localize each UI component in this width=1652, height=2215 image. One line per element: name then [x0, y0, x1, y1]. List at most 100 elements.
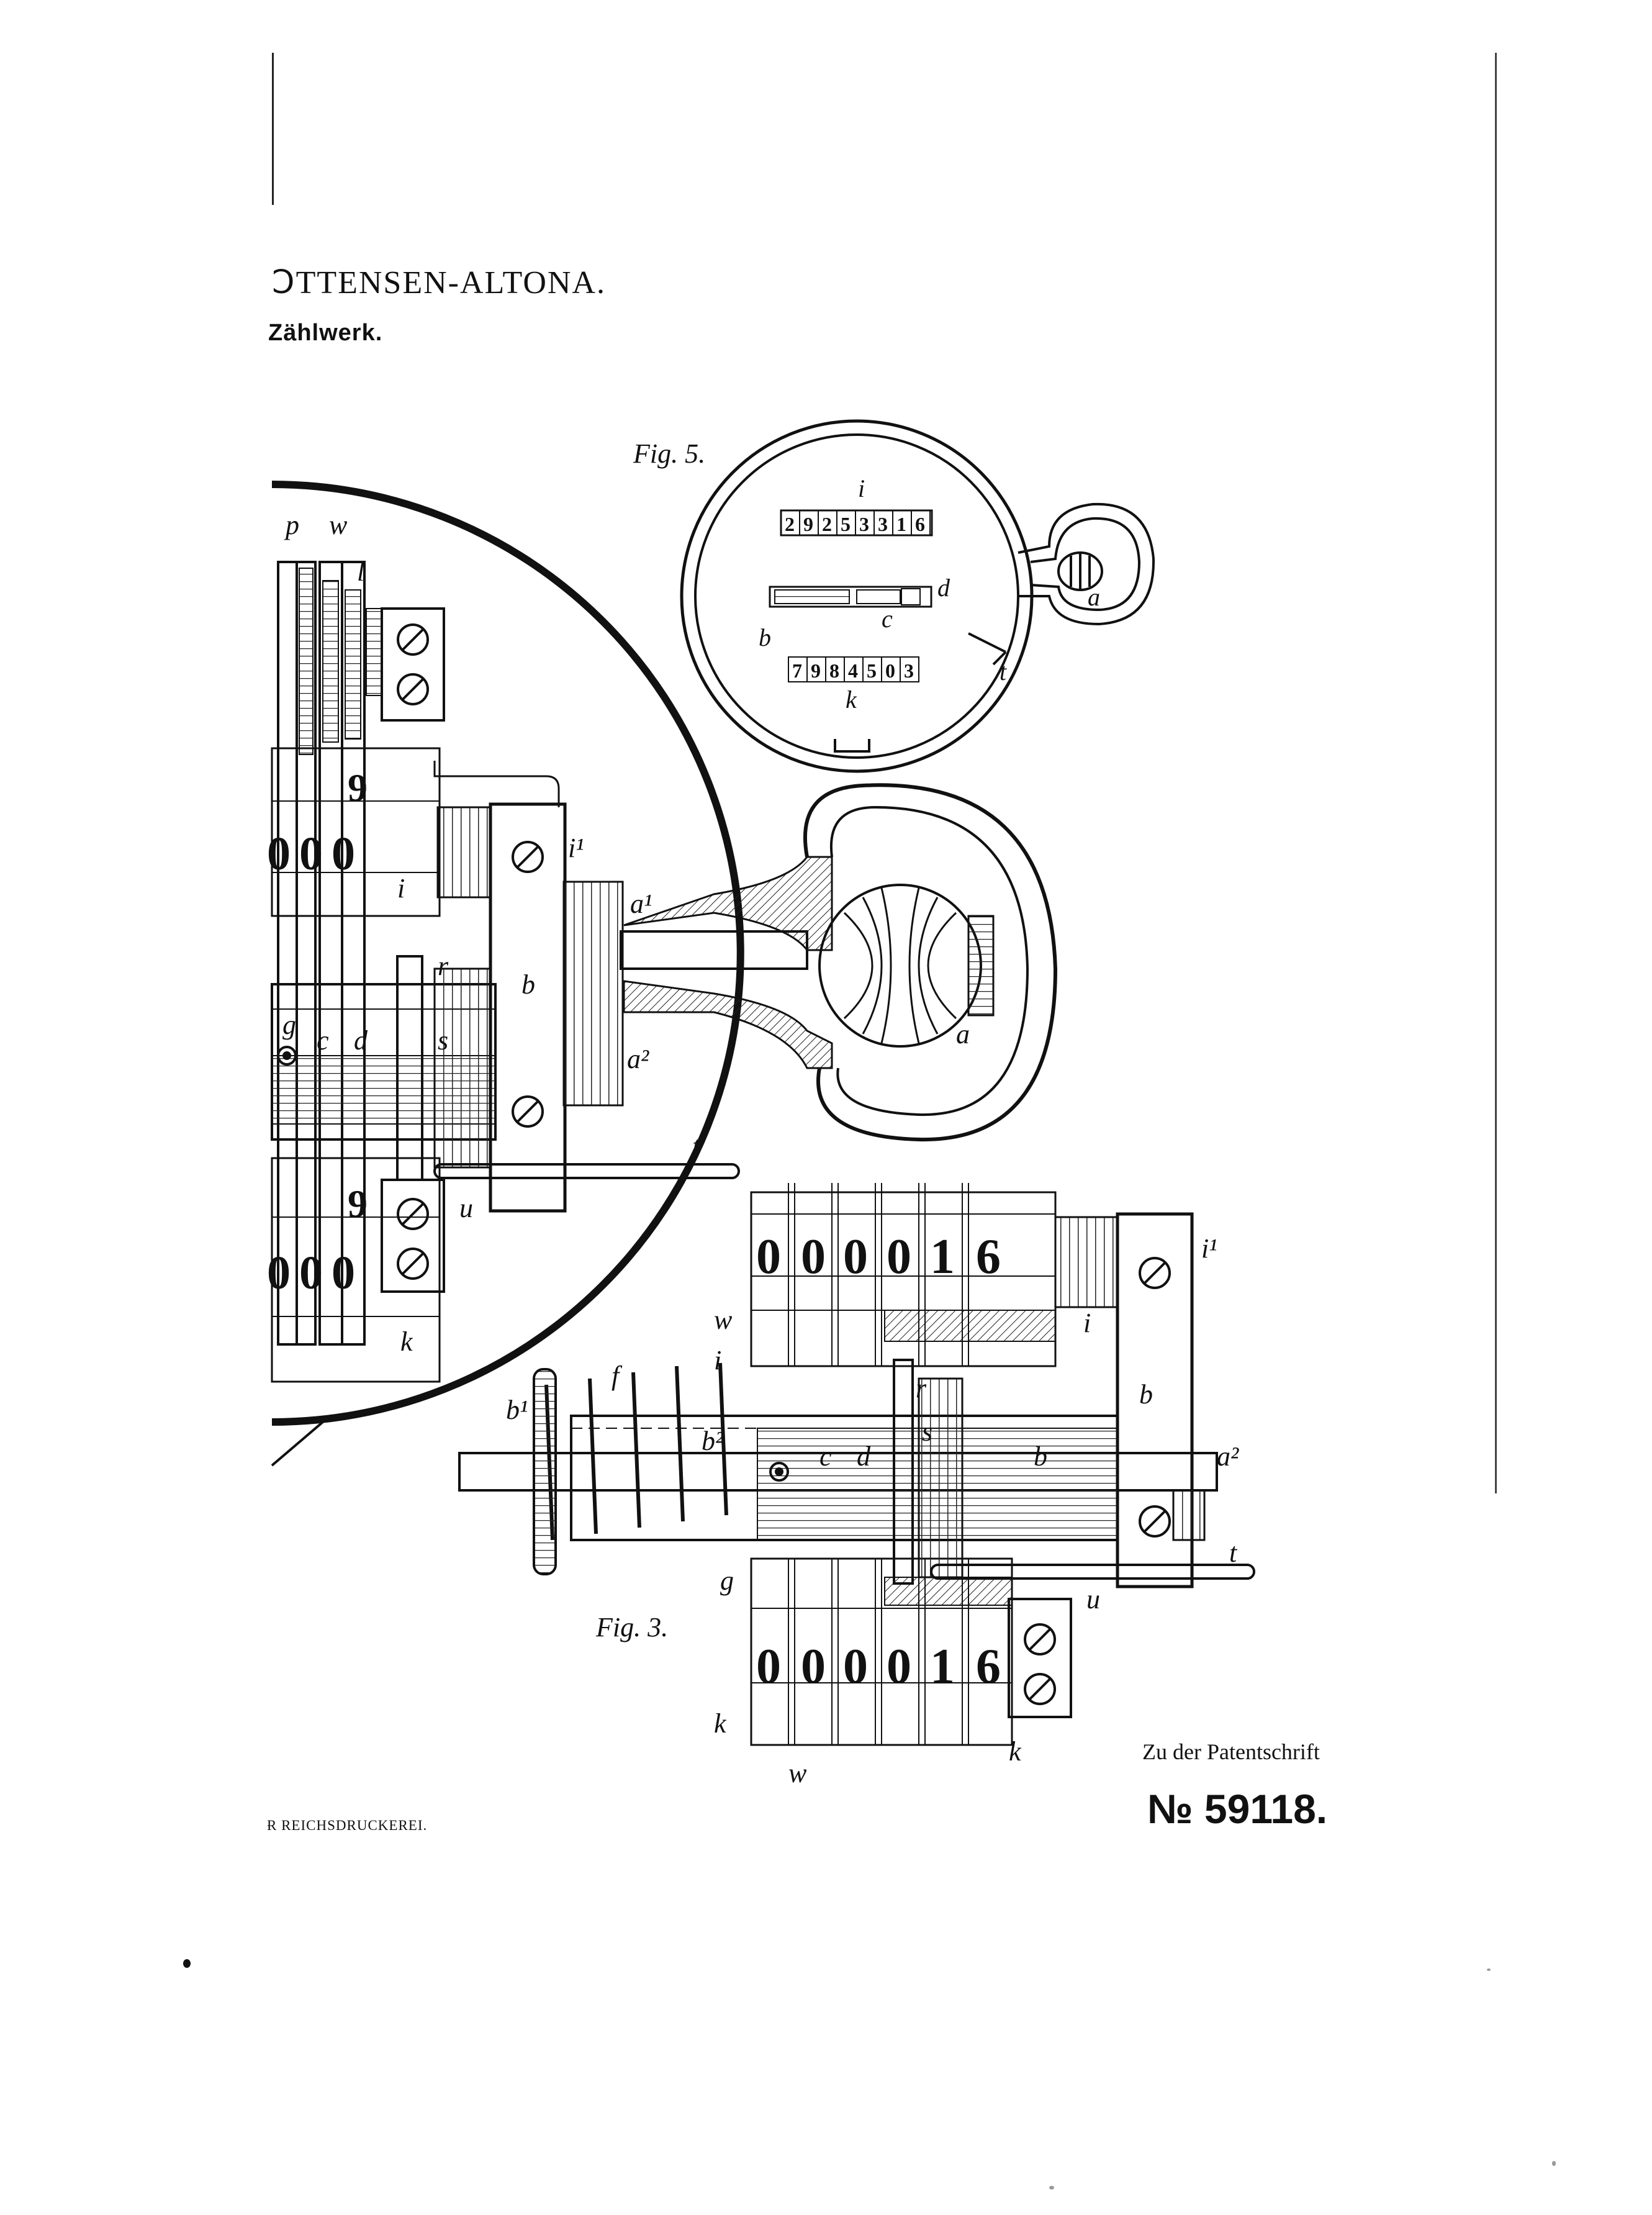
digit: 0: [332, 1247, 355, 1299]
company-location: ↃTTENSEN-ALTONA.: [272, 265, 606, 301]
digit: 0: [756, 1639, 781, 1694]
part-label: r: [916, 1373, 927, 1403]
part-label: p: [284, 510, 299, 540]
part-label: k: [714, 1708, 727, 1739]
left-margin-line: [272, 53, 274, 205]
digit: 0: [267, 828, 291, 880]
scan-speck: [1487, 1968, 1491, 1971]
digit: 0: [267, 1247, 291, 1299]
part-label: l: [357, 556, 364, 587]
digit: 5: [841, 513, 851, 535]
part-label: a²: [627, 1044, 649, 1074]
right-margin-line: [1495, 53, 1497, 1493]
digit: 0: [843, 1230, 868, 1284]
digit: 7: [792, 659, 802, 682]
figure-enlarged-detail: 0 0 0 9 0 0 0 9: [267, 481, 1058, 1467]
part-label: b: [521, 969, 535, 1000]
digit: 0: [756, 1230, 781, 1284]
part-label: w: [788, 1758, 807, 1788]
detail-counter-upper: 0 0 0 9: [267, 766, 368, 880]
part-label: a: [956, 1019, 970, 1049]
digit: 2: [785, 513, 795, 535]
part-label: a²: [1217, 1441, 1239, 1472]
part-label: a: [1088, 583, 1100, 611]
part-label: c: [882, 605, 893, 633]
patent-reference: Zu der Patentschrift: [1142, 1739, 1320, 1764]
part-label: a¹: [630, 889, 652, 919]
digit: 0: [887, 1639, 911, 1694]
part-label: k: [846, 686, 857, 713]
scan-speck: [183, 1959, 191, 1968]
part-label: k: [1009, 1736, 1022, 1767]
digit: 6: [915, 513, 925, 535]
part-label: b: [1034, 1441, 1047, 1472]
digit: 0: [887, 1230, 911, 1284]
digit: 0: [332, 828, 355, 880]
digit: 3: [859, 513, 869, 535]
part-label: i¹: [568, 833, 584, 863]
digit: 0: [801, 1230, 826, 1284]
digit: 5: [867, 659, 877, 682]
digit: 0: [801, 1639, 826, 1694]
digit: 3: [904, 659, 914, 682]
figure-5-label: Fig. 5.: [633, 438, 705, 469]
part-label: b: [1139, 1379, 1153, 1410]
part-label: w: [714, 1305, 733, 1335]
digit: 3: [878, 513, 888, 535]
digit: 0: [843, 1639, 868, 1694]
digit: 1: [896, 513, 906, 535]
digit: 8: [829, 659, 839, 682]
digit: 0: [299, 1247, 323, 1299]
digit: 6: [976, 1230, 1001, 1284]
figure-5: Fig. 5. 2: [633, 419, 1155, 773]
invention-title: Zählwerk.: [268, 320, 383, 346]
part-label: i: [858, 474, 865, 502]
patent-number: № 59118.: [1147, 1786, 1328, 1832]
part-label: d: [857, 1441, 871, 1472]
part-label: i: [714, 1345, 721, 1375]
part-label: f: [612, 1361, 623, 1391]
fig3-counter-lower: 0 0 0 0 1 6: [756, 1639, 1001, 1694]
part-label: w: [329, 510, 348, 540]
digit: 9: [803, 513, 813, 535]
part-label: g: [720, 1565, 734, 1596]
part-label: k: [400, 1326, 413, 1357]
digit: 0: [885, 659, 895, 682]
part-label: b¹: [506, 1395, 528, 1425]
part-label: d: [354, 1025, 368, 1056]
detail-counter-lower: 0 0 0 9: [267, 1182, 368, 1299]
part-label: b: [759, 623, 771, 651]
part-label: s: [922, 1416, 932, 1447]
digit: 2: [822, 513, 832, 535]
digit: 9: [348, 1182, 368, 1226]
figure-3: Fig. 3. 0 0 0 0 1 6: [458, 1183, 1255, 1788]
part-label: r: [438, 951, 449, 981]
part-label: g: [282, 1010, 296, 1040]
fig5-counter-bottom: 7 9 8 4 5 0 3: [788, 656, 919, 682]
digit: 0: [299, 828, 323, 880]
digit: 9: [348, 766, 368, 810]
part-label: b²: [702, 1426, 724, 1456]
part-label: c: [317, 1025, 329, 1056]
digit: 1: [930, 1639, 955, 1694]
part-label: i: [1083, 1308, 1091, 1338]
part-label: i¹: [1201, 1233, 1217, 1264]
part-label: d: [937, 574, 950, 602]
fig3-counter-upper: 0 0 0 0 1 6: [756, 1230, 1001, 1284]
printer-imprint: Ɍ REICHSDRUCKEREI.: [267, 1818, 428, 1833]
figure-3-label: Fig. 3.: [595, 1612, 668, 1642]
part-label: t: [692, 1131, 701, 1161]
part-label: u: [1086, 1584, 1100, 1615]
scan-speck: [1049, 2186, 1054, 2190]
part-label: c: [819, 1441, 832, 1472]
part-label: i: [397, 873, 405, 904]
fig5-counter-top: 2 9 2 5 3 3 1 6: [780, 510, 931, 536]
part-label: s: [438, 1025, 448, 1056]
part-label: t: [1229, 1538, 1238, 1568]
digit: 1: [930, 1230, 955, 1284]
part-label: u: [459, 1193, 473, 1223]
digit: 9: [811, 659, 821, 682]
digit: 6: [976, 1639, 1001, 1694]
